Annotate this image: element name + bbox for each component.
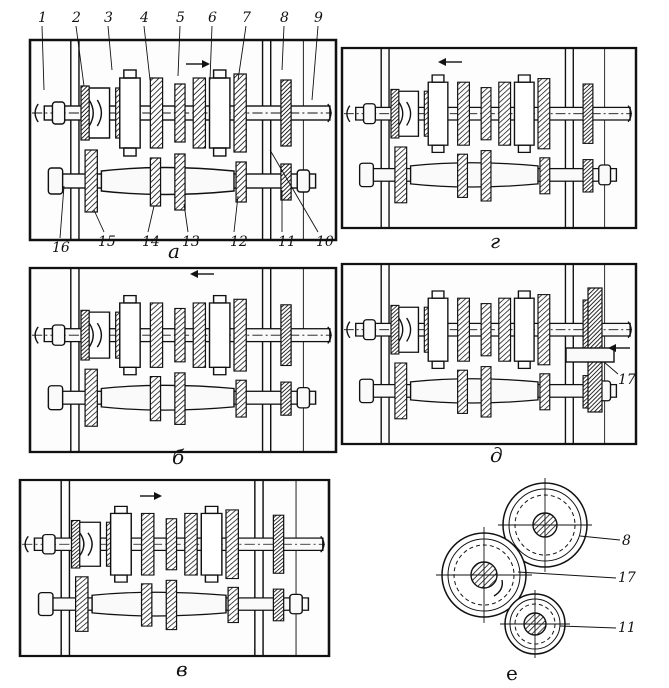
callout-5: 5 — [176, 10, 185, 26]
callout-3: 3 — [104, 10, 113, 26]
callout-4: 4 — [139, 10, 149, 26]
caption-b: б — [172, 445, 185, 469]
callout-8: 8 — [280, 10, 289, 26]
callout-17: 17 — [618, 372, 636, 388]
callout-16: 16 — [52, 240, 70, 256]
callout-7: 7 — [242, 10, 251, 26]
panel-e: 8 17 11 е — [436, 478, 636, 685]
callout-14: 14 — [142, 234, 160, 250]
caption-e: е — [506, 661, 518, 685]
callout-13: 13 — [182, 234, 200, 250]
gear-11-end-view — [500, 590, 570, 658]
callout-9: 9 — [314, 10, 323, 26]
label-17: 17 — [618, 570, 636, 586]
panel-g: г — [340, 46, 638, 253]
panel-b: б — [28, 266, 338, 469]
callout-6: 6 — [208, 10, 217, 26]
callout-10: 10 — [316, 234, 334, 250]
label-11: 11 — [618, 620, 636, 636]
panel-a: 1 2 3 4 5 6 7 8 9 16 15 14 13 12 11 10 а — [28, 10, 338, 263]
caption-g: г — [490, 229, 500, 253]
callouts-top: 1 2 3 4 5 6 7 8 9 — [38, 10, 323, 101]
callout-12: 12 — [230, 234, 248, 250]
caption-v: в — [176, 657, 188, 681]
caption-d: д — [490, 443, 503, 467]
panel-v: в — [18, 478, 331, 681]
callout-15: 15 — [98, 234, 116, 250]
callout-1: 1 — [38, 10, 47, 26]
gear-8-end-view — [498, 478, 592, 572]
callout-2: 2 — [71, 10, 81, 26]
caption-a: а — [168, 239, 180, 263]
panel-d: 17 д — [340, 262, 638, 467]
gear-17-end-view — [436, 527, 532, 623]
callouts-bottom: 16 15 14 13 12 11 10 — [52, 149, 334, 256]
label-8: 8 — [622, 533, 631, 549]
callout-11: 11 — [278, 234, 296, 250]
